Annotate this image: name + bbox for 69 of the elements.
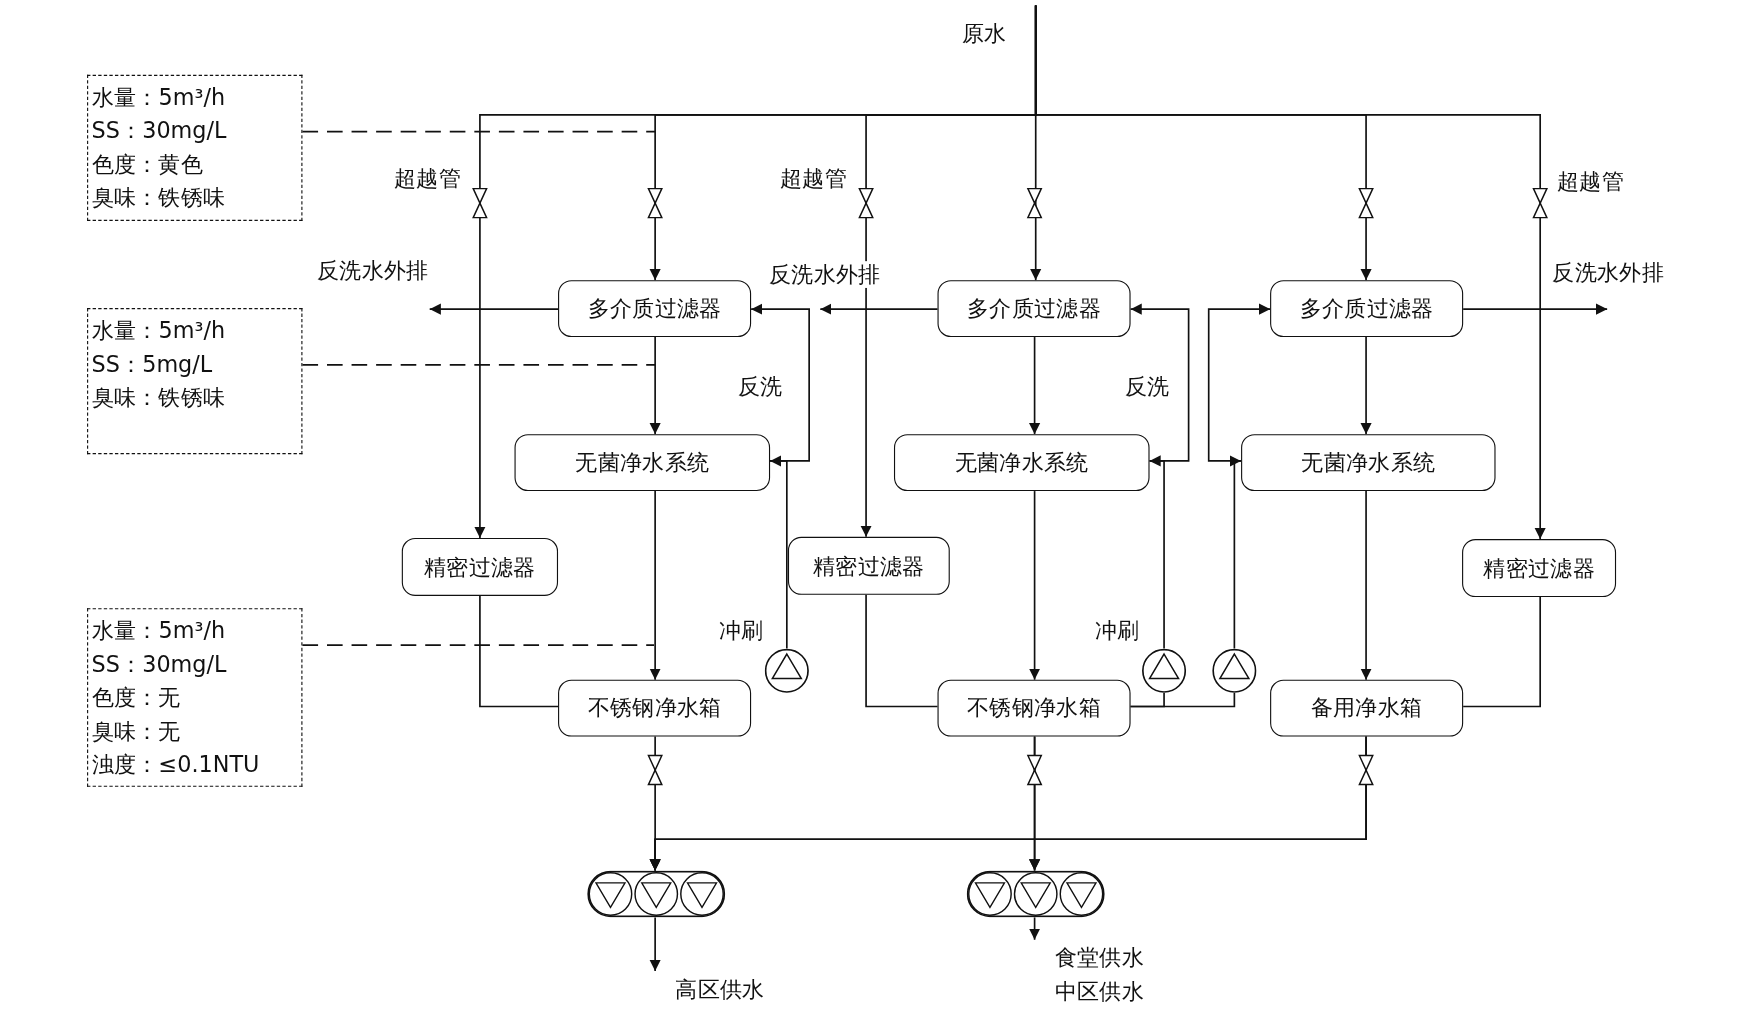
process-box: 无菌净水系统 <box>893 434 1150 492</box>
info-text: 水量：5m³/h <box>91 82 226 113</box>
pipe-arrow <box>1129 303 1190 462</box>
pipe-arrow <box>428 303 559 315</box>
info-text: SS：30mg/L <box>91 116 227 146</box>
process-box: 精密过滤器 <box>401 537 559 596</box>
leader-line <box>301 364 656 366</box>
pump-group-icon <box>966 870 1105 918</box>
process-box: 不锈钢净水箱 <box>558 679 752 737</box>
pipe-arrow <box>649 916 661 972</box>
process-box: 无菌净水系统 <box>514 434 771 492</box>
pump-label: 冲刷 <box>717 617 765 644</box>
pump-group-icon <box>587 870 726 918</box>
info-text: 臭味：铁锈味 <box>91 183 226 213</box>
info-text: SS：5mg/L <box>91 349 213 380</box>
info-box <box>87 308 303 455</box>
process-box: 多介质过滤器 <box>1270 280 1464 338</box>
info-text: 色度：黄色 <box>91 149 204 180</box>
pipe-arrow <box>1029 490 1041 681</box>
outlet-label: 中区供水 <box>1054 976 1144 1007</box>
pipe-arrow <box>750 303 810 462</box>
info-text: 臭味：铁锈味 <box>91 382 226 413</box>
inlet-label: 原水 <box>962 5 1041 62</box>
pump-icon <box>764 648 810 694</box>
pipe-arrow <box>1360 336 1372 435</box>
pipe-arrow <box>1360 490 1372 681</box>
pipe-arrow <box>1462 303 1608 315</box>
process-box: 多介质过滤器 <box>558 280 752 338</box>
pipe-arrow <box>649 336 661 435</box>
pipe-arrow <box>649 490 661 681</box>
pump-label: 冲刷 <box>1093 617 1141 644</box>
pipe-arrow <box>1034 4 1546 540</box>
process-box: 精密过滤器 <box>1462 539 1617 598</box>
pipe-line <box>1129 692 1236 708</box>
process-box: 无菌净水系统 <box>1241 434 1496 492</box>
edge-label: 反洗 <box>736 372 784 400</box>
process-box: 多介质过滤器 <box>937 280 1131 338</box>
pipe-arrow <box>1207 303 1271 462</box>
pump-icon <box>1141 648 1187 694</box>
edge-label: 超越管 <box>392 165 463 192</box>
edge-label: 反洗水外排 <box>1551 258 1666 286</box>
pipe-arrow <box>819 303 939 315</box>
info-box <box>87 74 303 221</box>
pipe-arrow <box>1029 916 1041 941</box>
process-box: 精密过滤器 <box>787 536 950 595</box>
edge-label: 超越管 <box>779 165 849 192</box>
edge-label: 反洗水外排 <box>315 256 430 284</box>
outlet-label: 高区供水 <box>647 971 793 1007</box>
process-box: 备用净水箱 <box>1270 679 1464 737</box>
pipe-arrow <box>1229 455 1242 650</box>
pipe-line <box>479 595 559 708</box>
pipe-line <box>1462 596 1541 708</box>
pump-icon <box>1212 648 1257 694</box>
outlet-label: 食堂供水 <box>1054 943 1144 973</box>
process-box: 不锈钢净水箱 <box>937 679 1131 737</box>
leader-line <box>301 644 655 646</box>
info-text: 水量：5m³/h <box>91 616 226 646</box>
info-text: SS：30mg/L <box>91 649 227 680</box>
pipe-arrow <box>769 455 788 650</box>
info-text: 色度：无 <box>91 683 181 713</box>
pipe-line <box>865 594 939 708</box>
leader-line <box>301 130 656 133</box>
info-text: 臭味：无 <box>91 716 181 747</box>
pipe-arrow <box>1148 455 1165 650</box>
info-text: 浊度：≤0.1NTU <box>91 750 260 780</box>
edge-label: 反洗 <box>1123 372 1171 400</box>
edge-label: 反洗水外排 <box>767 261 882 288</box>
pipe-arrow <box>1029 336 1041 435</box>
info-text: 水量：5m³/h <box>91 315 226 346</box>
